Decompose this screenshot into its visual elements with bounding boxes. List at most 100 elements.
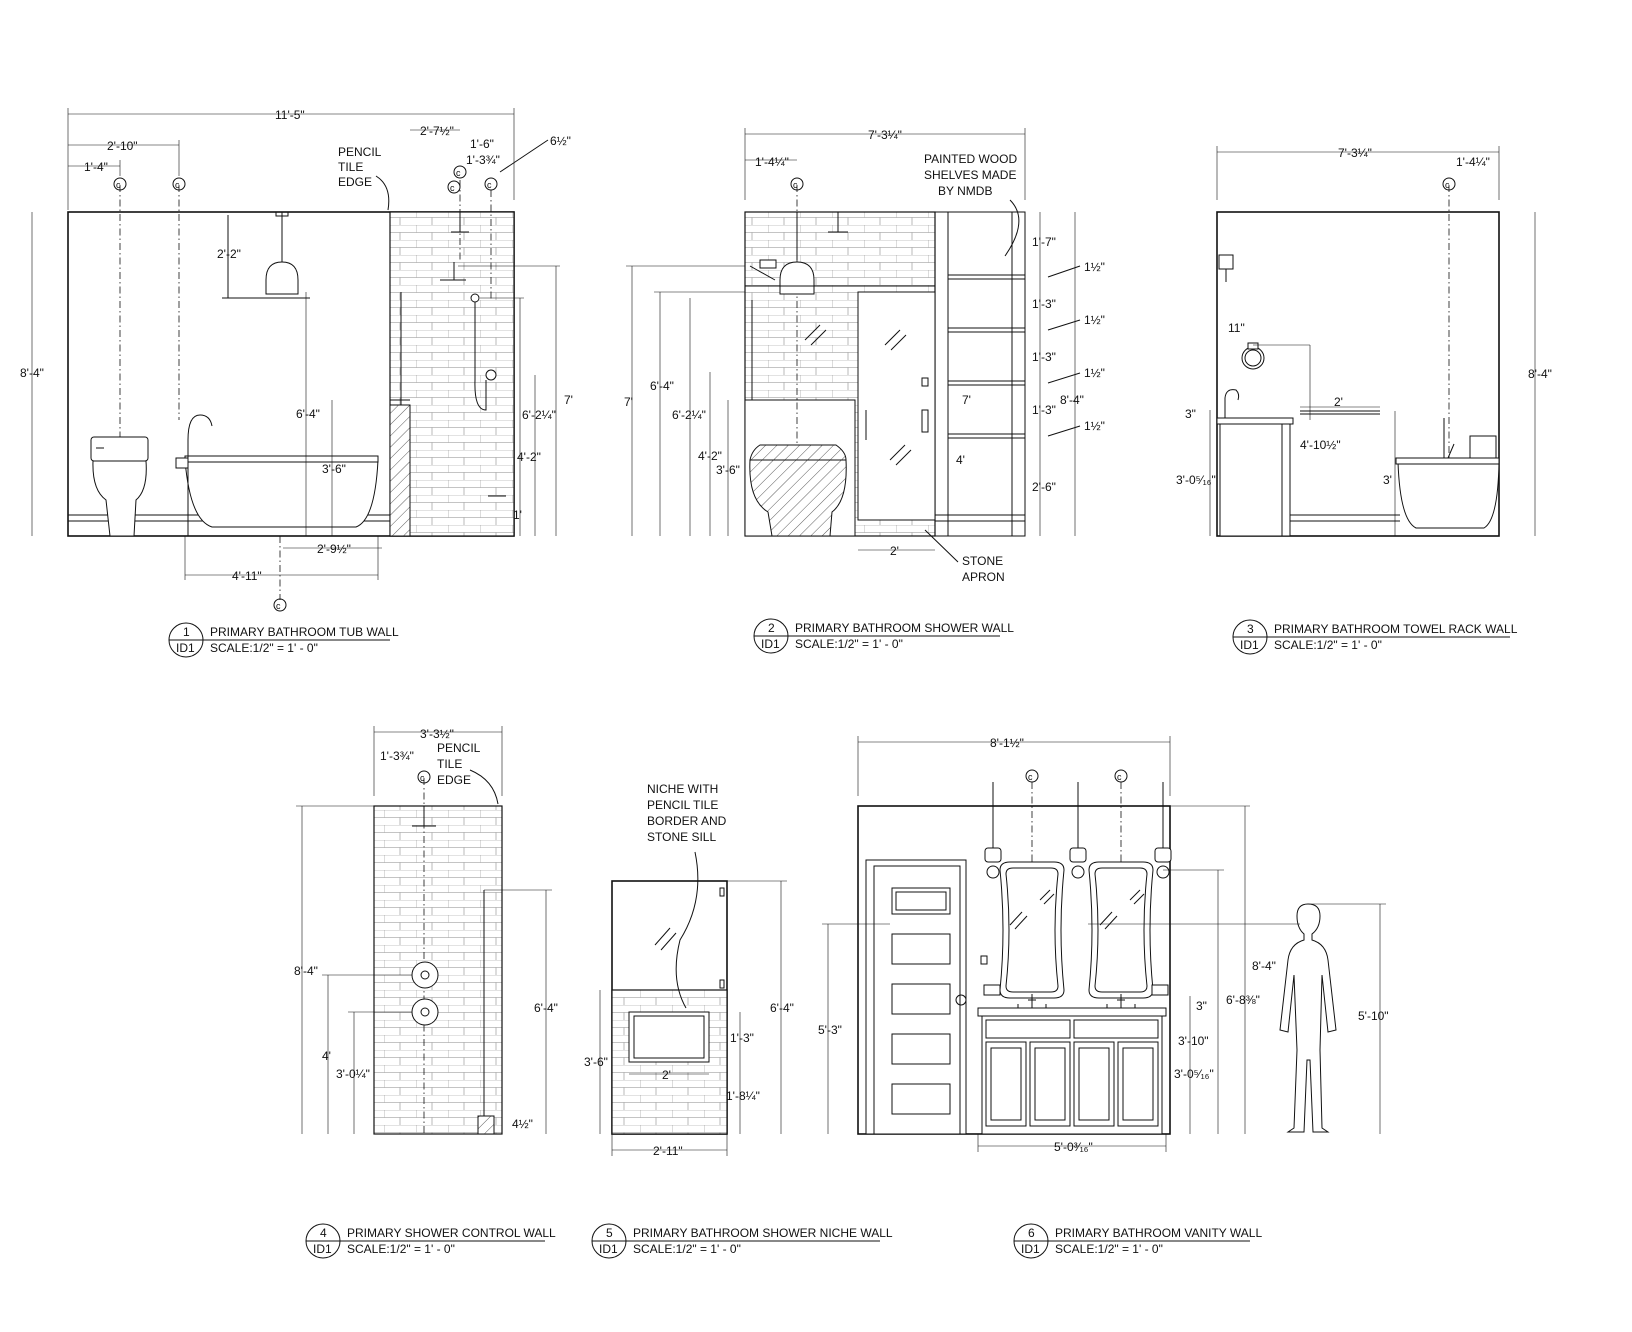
dim-1-b: 1'-4" (84, 160, 108, 174)
view-3-title: PRIMARY BATHROOM TOWEL RACK WALL (1274, 622, 1518, 636)
view-3-scale: SCALE:1/2" = 1' - 0" (1274, 638, 1382, 652)
note-4-b: TILE (437, 757, 462, 771)
note-2-e: APRON (962, 570, 1005, 584)
dim-1-m: 6'-2¼" (522, 408, 556, 422)
dim-1-overall-width: 11'-5" (275, 108, 305, 122)
view-2-sheet: ID1 (761, 637, 780, 651)
view-6-number: 6 (1028, 1226, 1035, 1240)
view-2-number: 2 (768, 621, 775, 635)
svg-text:c: c (793, 180, 798, 190)
view-4-number: 4 (320, 1226, 327, 1240)
note-1-tile: TILE (338, 160, 363, 174)
dim-5-f: 2'-11" (653, 1144, 683, 1158)
view-1-title: PRIMARY BATHROOM TUB WALL (210, 625, 399, 639)
vanity-cabinet (977, 994, 1167, 1135)
note-5-d: STONE SILL (647, 830, 716, 844)
dim-4-c: 3'-0¼" (336, 1067, 370, 1081)
dim-3-b: 11" (1228, 321, 1245, 335)
note-1-edge: EDGE (338, 175, 372, 189)
dim-1-f: 2'-9½" (317, 542, 351, 556)
dim-6-height: 8'-4" (1252, 959, 1276, 973)
svg-text:c: c (1445, 180, 1450, 190)
view-4-scale: SCALE:1/2" = 1' - 0" (347, 1242, 455, 1256)
dim-2-j: 1'-3" (1032, 350, 1056, 364)
shelves (935, 274, 1025, 522)
dim-2-r: 4' (956, 453, 965, 467)
view-2-title: PRIMARY BATHROOM SHOWER WALL (795, 621, 1014, 635)
view-4-title-block: 4 ID1 PRIMARY SHOWER CONTROL WALL SCALE:… (305, 1223, 556, 1259)
view-3-number: 3 (1247, 622, 1254, 636)
dim-2-d: 6'-2¼" (672, 408, 706, 422)
view-2-title-block: 2 ID1 PRIMARY BATHROOM SHOWER WALL SCALE… (753, 618, 1014, 654)
note-1-pencil: PENCIL (338, 145, 382, 159)
view-5-scale: SCALE:1/2" = 1' - 0" (633, 1242, 741, 1256)
view-1-sheet: ID1 (176, 641, 195, 655)
dim-4-a: 1'-3¾" (380, 749, 414, 763)
dim-1-height: 8'-4" (20, 366, 44, 380)
dim-2-e: 4'-2" (698, 449, 722, 463)
dim-1-a: 2'-10" (107, 139, 138, 153)
svg-text:c: c (175, 180, 180, 190)
dim-1-n: 4'-2" (517, 450, 541, 464)
dim-1-e: 3'-6" (322, 462, 346, 476)
svg-text:c: c (1117, 772, 1122, 782)
human-scale-figure (1279, 903, 1337, 1133)
view-1-tub-wall: c c c c c c (20, 108, 573, 658)
door (865, 859, 967, 1135)
dim-2-q: 8'-4" (1060, 393, 1084, 407)
dim-3-e: 4'-10½" (1300, 438, 1341, 452)
toilet-fixture (90, 436, 149, 537)
dim-4-width: 3'-3½" (420, 727, 454, 741)
view-4-title: PRIMARY SHOWER CONTROL WALL (347, 1226, 556, 1240)
view-6-title: PRIMARY BATHROOM VANITY WALL (1055, 1226, 1262, 1240)
view-1-title-block: 1 ID1 PRIMARY BATHROOM TUB WALL SCALE:1/… (168, 622, 399, 658)
dim-2-g: 2' (890, 544, 899, 558)
dim-2-width: 7'-3¼" (868, 128, 902, 142)
dim-5-e: 1'-8¼" (726, 1089, 760, 1103)
dim-3-a: 1'-4¼" (1456, 155, 1490, 169)
dim-5-b: 3'-6" (584, 1055, 608, 1069)
dim-1-d: 6'-4" (296, 407, 320, 421)
view-3-sheet: ID1 (1240, 638, 1259, 652)
note-2-b: SHELVES MADE (924, 168, 1016, 182)
note-5-c: BORDER AND (647, 814, 727, 828)
dim-2-k: 1'-3" (1032, 403, 1056, 417)
note-2-d: STONE (962, 554, 1003, 568)
dim-2-p: 7' (962, 393, 971, 407)
svg-text:c: c (1028, 772, 1033, 782)
view-2-shower-wall: c 7'-3¼" 1'-4¼" 7' 6'-4" 6'-2¼" 4'-2 (624, 128, 1105, 654)
view-5-sheet: ID1 (599, 1242, 618, 1256)
dim-4-height: 8'-4" (294, 964, 318, 978)
dim-6-d: 3'-10" (1178, 1034, 1209, 1048)
view-2-scale: SCALE:1/2" = 1' - 0" (795, 637, 903, 651)
dim-3-width: 7'-3¼" (1338, 146, 1372, 160)
dim-1-c: 2'-2" (217, 247, 241, 261)
dim-5-c: 1'-3" (730, 1031, 754, 1045)
dim-4-e: 4½" (512, 1117, 533, 1131)
dim-2-s: 2'-6" (1032, 480, 1056, 494)
dim-5-d: 2' (662, 1068, 671, 1082)
dim-1-i: 1'-6" (470, 137, 494, 151)
dim-2-c: 6'-4" (650, 379, 674, 393)
dim-6-width: 8'-1½" (990, 736, 1024, 750)
dim-6-g: 5'-0³⁄₁₆" (1054, 1140, 1093, 1154)
dim-1-j: 1'-3¾" (466, 153, 500, 167)
view-1-number: 1 (183, 625, 190, 639)
view-4-sheet: ID1 (313, 1242, 332, 1256)
dim-3-d: 3" (1185, 407, 1196, 421)
svg-text:c: c (450, 183, 455, 193)
dim-2-f: 3'-6" (716, 463, 740, 477)
svg-text:c: c (116, 180, 121, 190)
dim-2-h: 1'-7" (1032, 235, 1056, 249)
tub-fixture (175, 414, 379, 537)
dim-6-f: 5'-10" (1358, 1009, 1389, 1023)
view-6-vanity-wall: c c (818, 736, 1389, 1259)
view-5-number: 5 (606, 1226, 613, 1240)
dim-2-m: 1½" (1084, 313, 1105, 327)
dim-1-k: 6½" (550, 134, 571, 148)
dim-5-a: 6'-4" (770, 1001, 794, 1015)
dim-1-h: 2'-7½" (420, 124, 454, 138)
dim-6-b: 5'-3" (818, 1023, 842, 1037)
dim-3-f: 3'-0⁵⁄₁₆" (1176, 473, 1216, 487)
view-4-shower-control-wall: c 3'-3½" 1'-3¾" PENCIL TILE EDGE 8'-4" 4… (294, 726, 558, 1259)
